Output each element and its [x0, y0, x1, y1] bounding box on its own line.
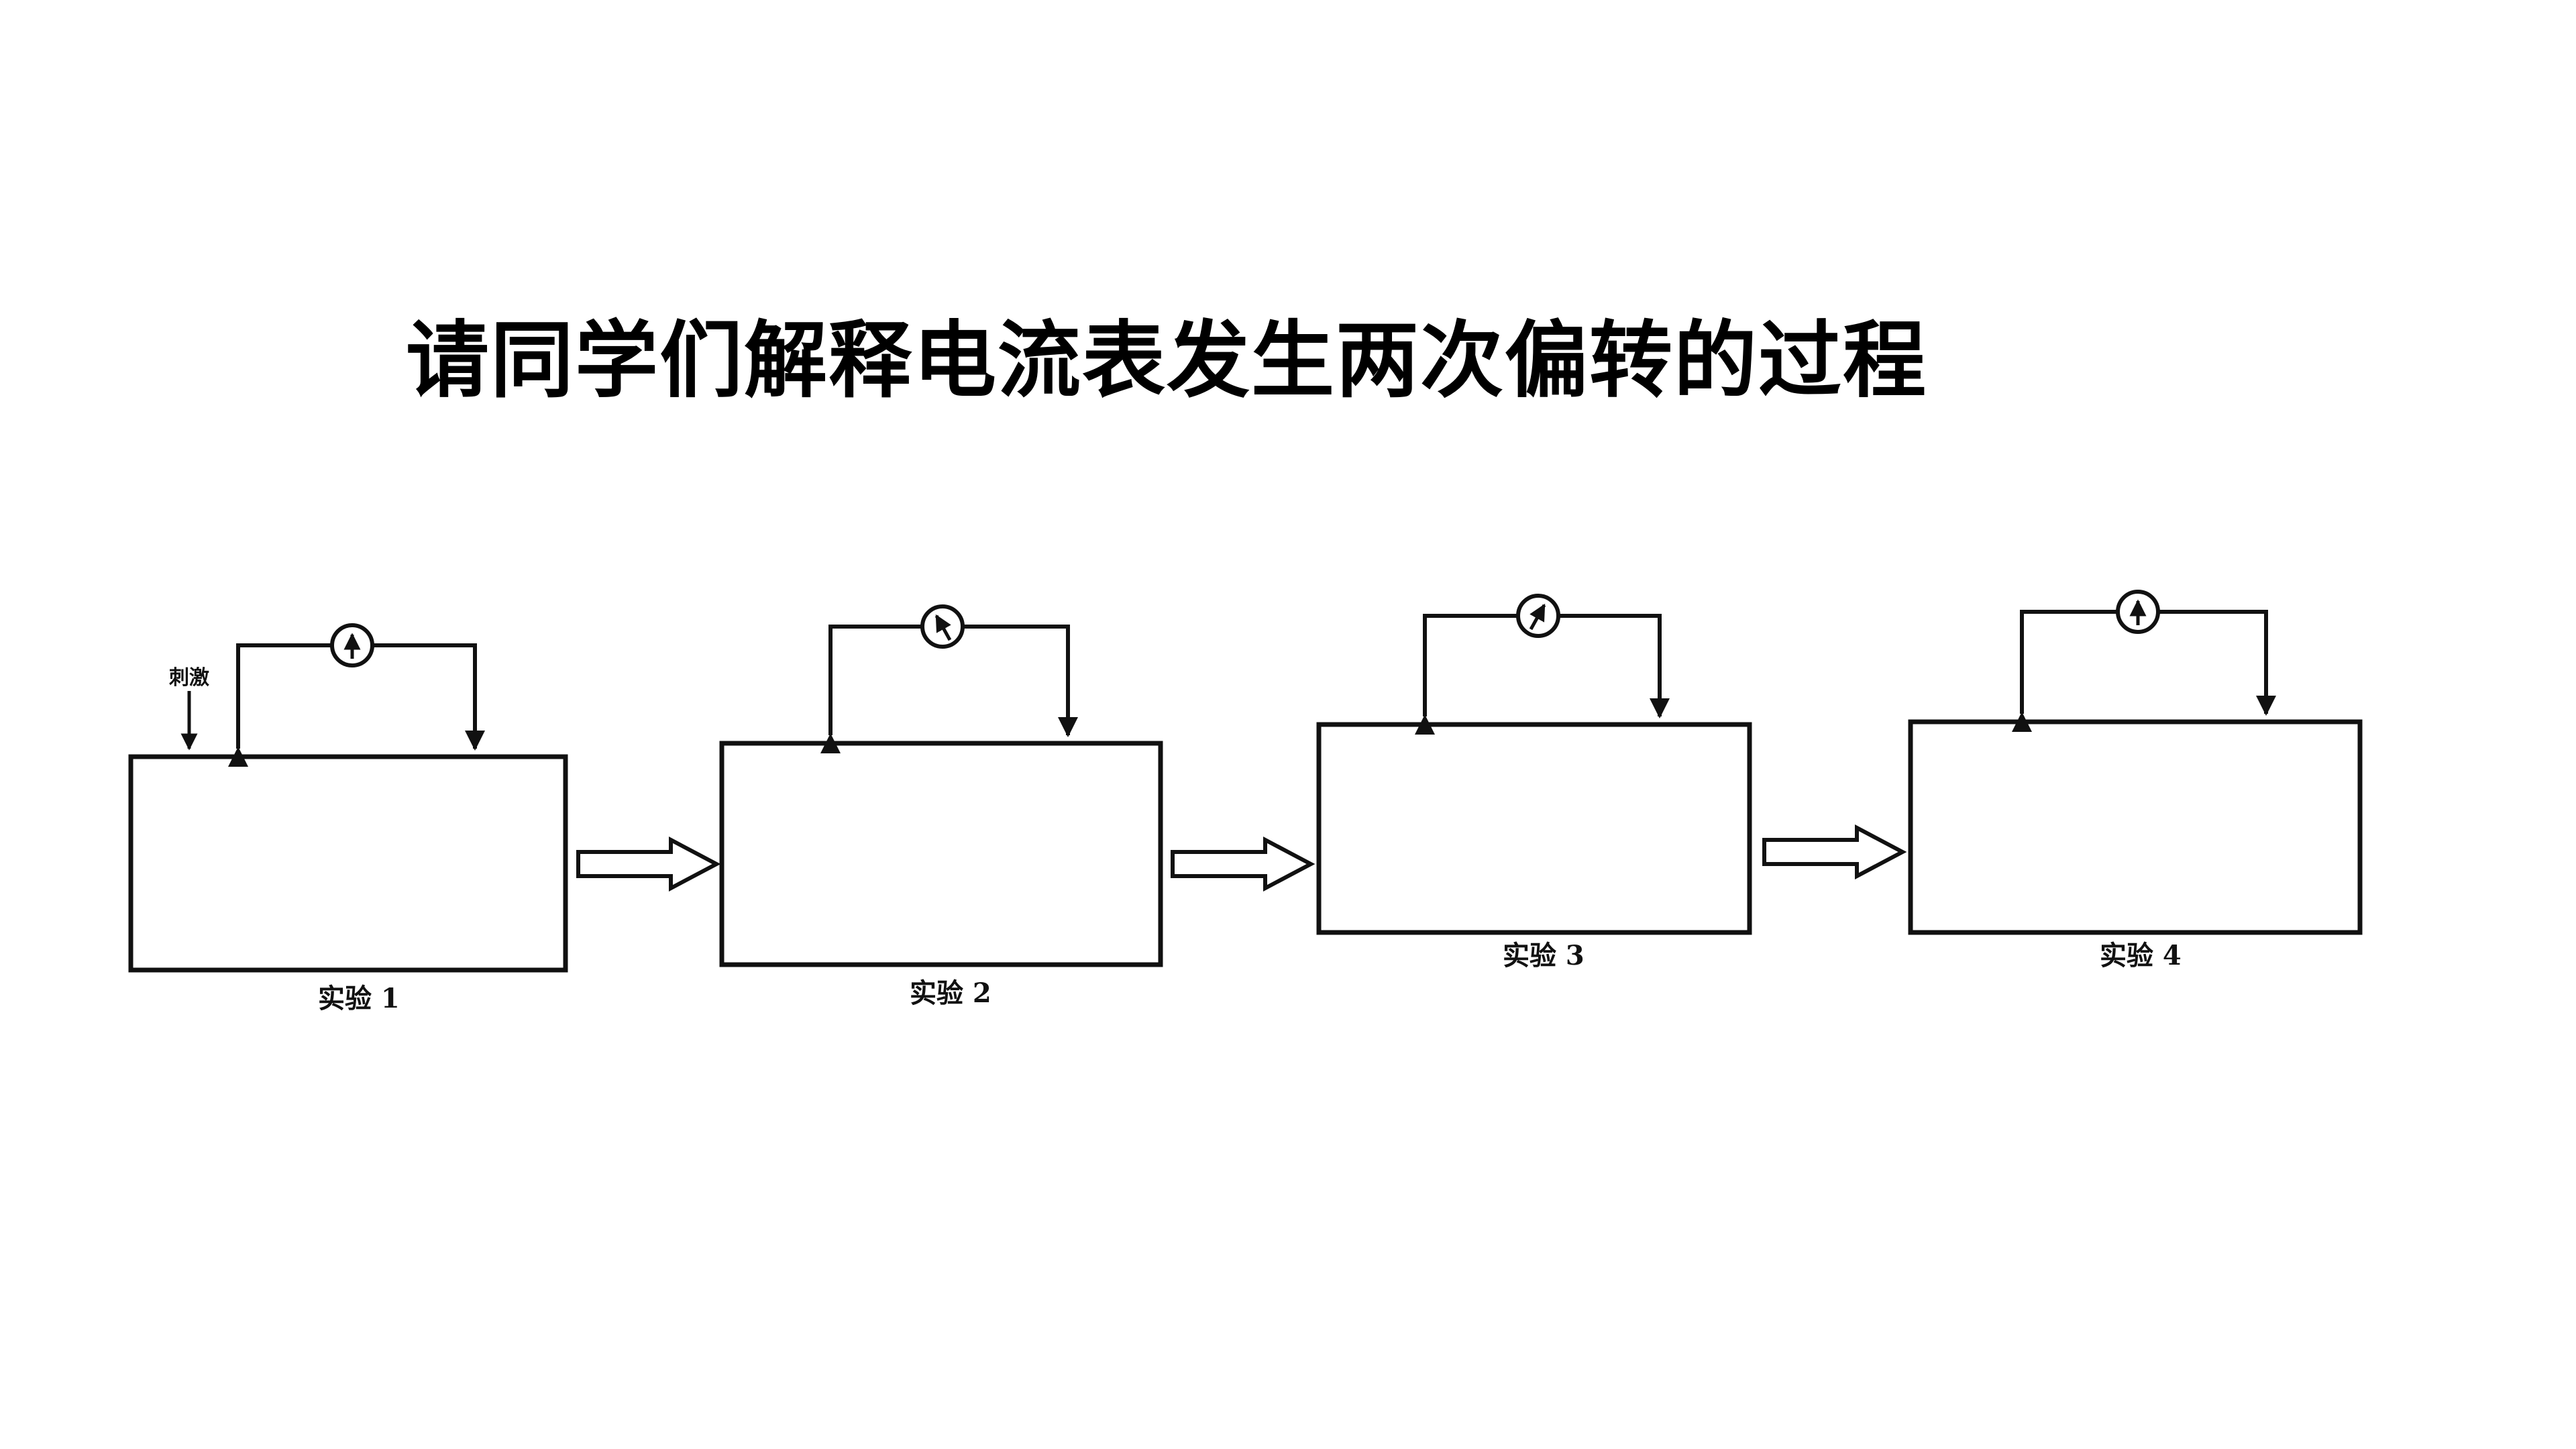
electrode-wire [1415, 614, 1517, 735]
flow-arrow [1762, 824, 1907, 879]
ammeter-icon [920, 604, 965, 649]
nerve-fiber-box [719, 741, 1163, 967]
electrode-wire [228, 643, 331, 767]
slide-title: 请同学们解释电流表发生两次偏转的过程 [406, 313, 1928, 409]
experiment-4: 实验 4 [1908, 590, 2363, 971]
electrode-wire [1559, 614, 1670, 718]
experiment-2: 实验 2 [719, 604, 1163, 1009]
experiment-3: 实验 3 [1316, 594, 1752, 971]
ammeter-icon [1516, 594, 1560, 638]
experiment-1: 刺激 实验 1 [128, 623, 568, 1014]
experiment-label: 实验 3 [1503, 940, 1585, 971]
electrode-wire [963, 625, 1078, 737]
flow-arrow [576, 837, 721, 892]
electrode-wire [2159, 610, 2276, 716]
nerve-fiber-box [1908, 719, 2363, 935]
ammeter-icon [2116, 590, 2160, 634]
stimulus-label: 刺激 [169, 666, 209, 690]
experiment-label: 实验 2 [910, 977, 991, 1009]
experiment-label: 实验 4 [2100, 940, 2182, 971]
nerve-fiber-box [128, 754, 568, 973]
electrode-wire [820, 625, 922, 753]
electrode-wire [2012, 610, 2117, 732]
experiment-label: 实验 1 [318, 983, 400, 1014]
electrode-wire [373, 643, 485, 751]
flow-arrow [1171, 837, 1316, 892]
ammeter-icon [330, 623, 374, 667]
nerve-fiber-box [1316, 722, 1752, 935]
